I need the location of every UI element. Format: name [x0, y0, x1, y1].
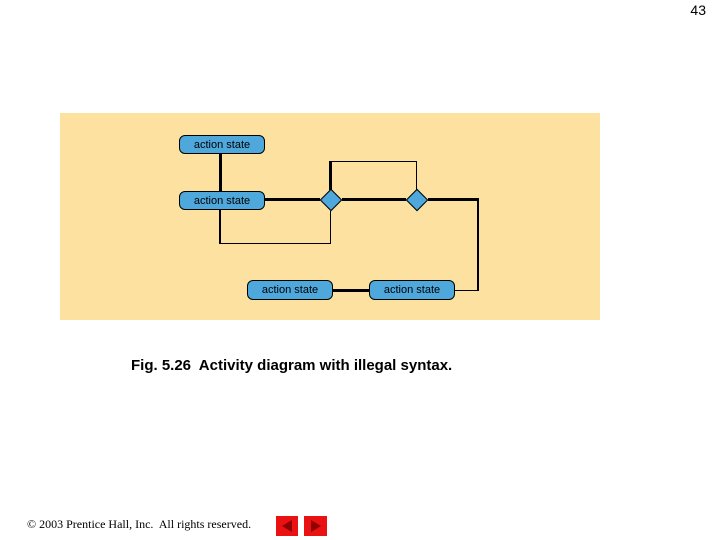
page-number: 43	[690, 2, 706, 18]
next-button[interactable]	[304, 516, 327, 536]
connector-diamond2-right	[428, 198, 479, 201]
diagram-panel: action state action state action state a…	[60, 113, 600, 320]
bottom-loop-left-segment	[219, 210, 221, 244]
bottom-loop-right-segment	[330, 211, 331, 244]
top-loop-horizontal	[329, 161, 417, 162]
next-arrow-icon	[310, 520, 321, 532]
connector-box1-box2	[219, 153, 222, 191]
connector-box3-box4	[333, 289, 369, 292]
prev-button[interactable]	[276, 516, 298, 536]
figure-caption: Fig. 5.26 Activity diagram with illegal …	[131, 357, 453, 374]
copyright-text: © 2003 Prentice Hall, Inc. All rights re…	[27, 517, 252, 531]
connector-right-box4	[455, 290, 478, 291]
prev-arrow-icon	[282, 520, 292, 532]
connector-diamond1-diamond2	[342, 198, 406, 201]
decision-diamond-2	[405, 188, 429, 212]
top-loop-right-segment	[416, 161, 417, 190]
action-state-2: action state	[179, 191, 265, 210]
action-state-1: action state	[179, 135, 265, 154]
top-loop-left-segment	[329, 161, 332, 190]
action-state-4: action state	[369, 280, 455, 300]
bottom-loop-horizontal	[219, 243, 331, 244]
connector-right-vertical	[477, 198, 479, 291]
connector-box2-diamond1	[265, 198, 320, 201]
action-state-3: action state	[247, 280, 333, 300]
decision-diamond-1	[319, 188, 343, 212]
